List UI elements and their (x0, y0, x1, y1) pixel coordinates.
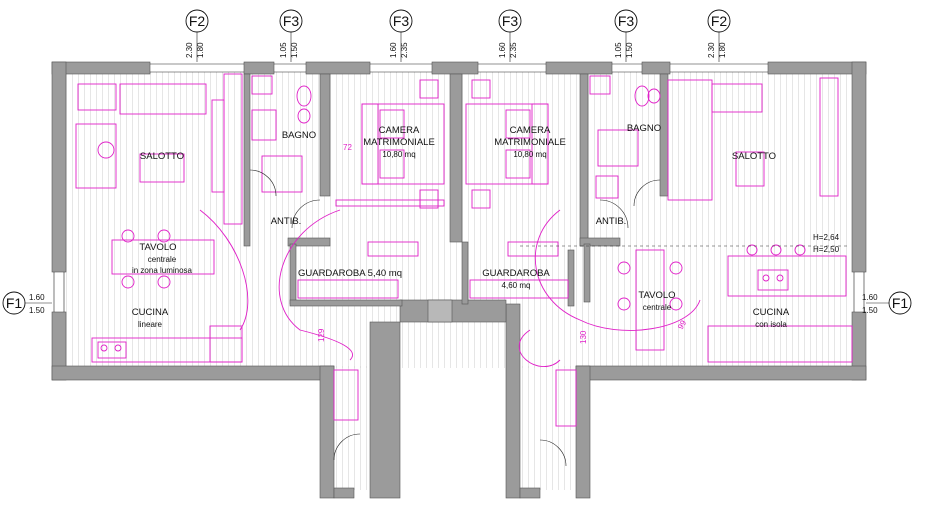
section-tag-f1-right: F1 1.60 1.50 (862, 291, 912, 315)
svg-text:1.50: 1.50 (290, 42, 299, 58)
label-bagno-left: BAGNO (282, 130, 316, 141)
svg-text:1.05: 1.05 (614, 42, 623, 58)
label-guardaroba-left: GUARDAROBA 5,40 mq (298, 268, 402, 279)
label-camera-left-3: 10,80 mq (382, 150, 415, 159)
svg-text:2.35: 2.35 (509, 42, 518, 58)
label-guardaroba-right-1: GUARDAROBA (482, 268, 550, 279)
label-camera-right-2: MATRIMONIALE (494, 137, 566, 148)
svg-text:130: 130 (579, 330, 588, 344)
section-tags-top: F2 2.30 1.80 F3 1.05 1.50 F3 1.60 2.35 F… (185, 9, 731, 62)
label-camera-left-2: MATRIMONIALE (363, 137, 435, 148)
svg-text:1.05: 1.05 (279, 42, 288, 58)
label-camera-left-1: CAMERA (379, 125, 420, 136)
section-tag-f2-left: F2 2.30 1.80 (185, 9, 209, 62)
room-labels-right: CAMERA MATRIMONIALE 10,80 mq BAGNO SALOT… (482, 123, 839, 329)
label-salotto-left: SALOTTO (140, 151, 184, 162)
svg-text:2.30: 2.30 (707, 42, 716, 58)
svg-text:F2: F2 (189, 13, 206, 29)
furniture (75, 73, 853, 427)
walls (51, 61, 867, 499)
label-tavolo-right-1: TAVOLO (638, 290, 675, 301)
label-tavolo-left-2: centrale (148, 255, 177, 264)
svg-text:F1: F1 (892, 295, 909, 311)
svg-text:129: 129 (317, 328, 326, 342)
section-tag-f3-3: F3 1.60 2.35 (498, 9, 522, 62)
section-tag-f1-left: F1 1.60 1.50 (2, 291, 52, 315)
svg-text:72: 72 (343, 143, 352, 152)
section-tag-f3-1: F3 1.05 1.50 (279, 9, 303, 62)
label-cucina-right-2: con isola (755, 320, 787, 329)
svg-text:F3: F3 (618, 13, 635, 29)
svg-text:1.80: 1.80 (718, 42, 727, 58)
section-tag-f3-2: F3 1.60 2.35 (389, 9, 413, 62)
section-tag-f3-4: F3 1.05 1.50 (614, 9, 638, 62)
label-salotto-right: SALOTTO (732, 151, 776, 162)
height-mark-1: H=2,64 (813, 233, 840, 242)
section-tag-f2-right: F2 2.30 1.80 (707, 9, 731, 62)
label-tavolo-left-1: TAVOLO (139, 242, 176, 253)
windows (53, 63, 865, 312)
label-cucina-left-2: lineare (138, 320, 163, 329)
label-camera-right-3: 10,80 mq (513, 150, 546, 159)
label-bagno-right: BAGNO (627, 123, 661, 134)
svg-text:2.35: 2.35 (400, 42, 409, 58)
label-antib-left: ANTIB. (271, 216, 302, 227)
svg-text:1.60: 1.60 (862, 293, 878, 302)
svg-text:1.60: 1.60 (29, 293, 45, 302)
svg-text:F1: F1 (6, 295, 23, 311)
svg-text:1.50: 1.50 (862, 306, 878, 315)
svg-text:F3: F3 (502, 13, 519, 29)
svg-text:F2: F2 (711, 13, 728, 29)
svg-text:1.60: 1.60 (498, 42, 507, 58)
room-labels-left: SALOTTO BAGNO CAMERA MATRIMONIALE 10,80 … (132, 125, 435, 329)
label-camera-right-1: CAMERA (510, 125, 551, 136)
label-cucina-right-1: CUCINA (753, 307, 790, 318)
svg-text:1.50: 1.50 (29, 306, 45, 315)
label-guardaroba-right-2: 4,60 mq (502, 281, 531, 290)
svg-text:1.60: 1.60 (389, 42, 398, 58)
label-antib-right: ANTIB. (596, 216, 627, 227)
svg-text:1.50: 1.50 (625, 42, 634, 58)
height-mark-2: H=2,50 (813, 245, 840, 254)
svg-text:1.80: 1.80 (196, 42, 205, 58)
label-tavolo-left-3: in zona luminosa (132, 266, 193, 275)
svg-text:F3: F3 (393, 13, 410, 29)
label-cucina-left-1: CUCINA (132, 307, 169, 318)
label-tavolo-right-2: centrale (643, 303, 672, 312)
doors (249, 169, 850, 467)
svg-text:F3: F3 (283, 13, 300, 29)
svg-text:2.30: 2.30 (185, 42, 194, 58)
